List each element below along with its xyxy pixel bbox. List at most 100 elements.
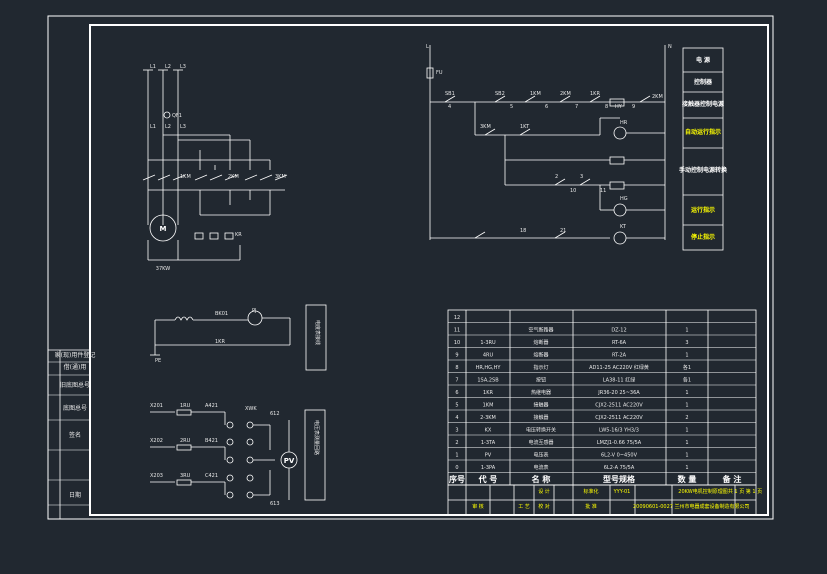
title-block-label: 校 对 <box>538 503 550 510</box>
side-label: 家(现)用件登记 <box>55 351 96 359</box>
bom-row-spec: LA38-11 红绿 <box>603 376 635 383</box>
control-function-label: 停止指示 <box>691 233 715 241</box>
bom-row-name: 指示灯 <box>533 364 548 371</box>
relay-label: 1KR <box>215 339 225 345</box>
bom-row-name: 空气断路器 <box>528 326 553 333</box>
control-function-label: 电 源 <box>696 56 710 64</box>
sheet-number: 共 1 页 第 1 页 <box>728 488 762 495</box>
control-label: 2KM <box>652 94 663 100</box>
wire-label: X201 <box>150 403 163 409</box>
title-block-label: 审 核 <box>472 503 484 510</box>
meter-label: C421 <box>205 473 218 479</box>
bom-row-qty: 3 <box>685 340 688 346</box>
bom-row-number: 11 <box>454 327 460 333</box>
bom-row-name: 按钮 <box>536 376 546 383</box>
overload-relay-label: KR <box>235 232 242 238</box>
title-block-grid <box>447 484 757 516</box>
control-label: 1KT <box>520 124 530 130</box>
drawing-number: 20090601-0027 <box>633 504 673 510</box>
phase-label: L2 <box>165 64 171 70</box>
bom-row-code: 1-3PA <box>481 465 496 471</box>
fuse-label: 1RU <box>180 403 191 409</box>
outer-border <box>47 15 774 520</box>
bom-row-spec: RT-6A <box>612 340 627 346</box>
bom-row-code: KX <box>485 427 492 433</box>
bom-row-number: 10 <box>454 340 460 346</box>
bom-row-qty: 1 <box>685 452 688 458</box>
bom-header: 备 注 <box>722 474 742 484</box>
control-label: 18 <box>520 228 526 234</box>
control-label: 3 <box>580 174 583 180</box>
bom-row-number: 3 <box>455 427 458 433</box>
control-function-label: 手动控制电源转换 <box>679 166 728 174</box>
bom-header: 数 量 <box>678 474 697 484</box>
bom-row-code: HR,HG,HY <box>476 365 502 371</box>
control-label: 6 <box>545 104 548 110</box>
bom-row-number: 1 <box>455 452 458 458</box>
control-function-label: 控制器 <box>694 78 713 86</box>
wire-label: X203 <box>150 473 163 479</box>
bom-row-number: 0 <box>455 465 458 471</box>
bom-row-number: 9 <box>455 352 458 358</box>
bom-row-name: 接触器 <box>533 401 548 408</box>
bom-row-code: 1KM <box>483 402 494 408</box>
bom-row-spec: CJX2-2511 AC220V <box>595 415 643 421</box>
voltmeter-title: 电压表测量回路 <box>313 420 320 455</box>
side-label: 日期 <box>69 491 81 499</box>
line-label: L1 <box>150 124 156 130</box>
bom-row-spec: LW5-16/3 YH3/3 <box>599 427 639 433</box>
bom-row-qty: 1 <box>685 327 688 333</box>
bom-row-name: 电流互感器 <box>528 439 553 446</box>
control-label: 21 <box>560 228 566 234</box>
energy-meter-id: BK01 <box>215 311 228 317</box>
energy-meter-label: PJ <box>252 308 257 314</box>
control-label: SB2 <box>495 91 505 97</box>
bom-row-qty: 1 <box>685 465 688 471</box>
fuse-label: 2RU <box>180 438 191 444</box>
drawing-name: 20KW电机控制原理图 <box>678 488 727 495</box>
bom-row-spec: 6L2-V 0~450V <box>601 452 638 458</box>
bom-row-number: 2 <box>455 440 458 446</box>
bom-row-qty: 2 <box>685 415 688 421</box>
side-label: 签名 <box>69 431 81 439</box>
drawing-type-label: YYY-01 <box>613 489 631 495</box>
bom-row-number: 4 <box>455 415 458 421</box>
side-label: 底图总号 <box>63 404 87 412</box>
bom-row-spec: AD11-25 AC220V 红绿黄 <box>589 364 649 371</box>
bom-row-qty: 1 <box>685 440 688 446</box>
control-label: 3KM <box>480 124 491 130</box>
bom-row-qty: 1 <box>685 427 688 433</box>
protective-earth-label: PE <box>155 358 161 364</box>
control-label: FU <box>436 70 443 76</box>
line-label: L3 <box>180 124 186 130</box>
control-label: L <box>426 44 429 50</box>
inner-frame <box>89 24 769 516</box>
control-label: 4 <box>448 104 451 110</box>
control-label: 10 <box>570 188 576 194</box>
bom-header: 型号规格 <box>603 474 636 484</box>
motor-label: M <box>160 225 167 233</box>
bom-row-spec: RT-2A <box>612 352 627 358</box>
energy-meter-circuit <box>150 304 327 371</box>
control-label: HG <box>620 196 628 202</box>
bom-row-spec: JR36-20 25~36A <box>597 390 640 396</box>
control-label: 9 <box>632 104 635 110</box>
bom-row-code: 1SA,2SB <box>477 377 499 383</box>
wire-label: X202 <box>150 438 163 444</box>
bom-row-code: 4RU <box>483 352 494 358</box>
control-label: 11 <box>600 188 606 194</box>
control-label: 8 <box>605 104 608 110</box>
control-label: 5 <box>510 104 513 110</box>
title-block-label: 设 计 <box>538 488 550 495</box>
meter-label: A421 <box>205 403 218 409</box>
control-label: KT <box>620 224 627 230</box>
bom-row-number: 7 <box>455 377 458 383</box>
control-label: SB1 <box>445 91 455 97</box>
control-function-label: 自动运行指示 <box>685 128 721 136</box>
